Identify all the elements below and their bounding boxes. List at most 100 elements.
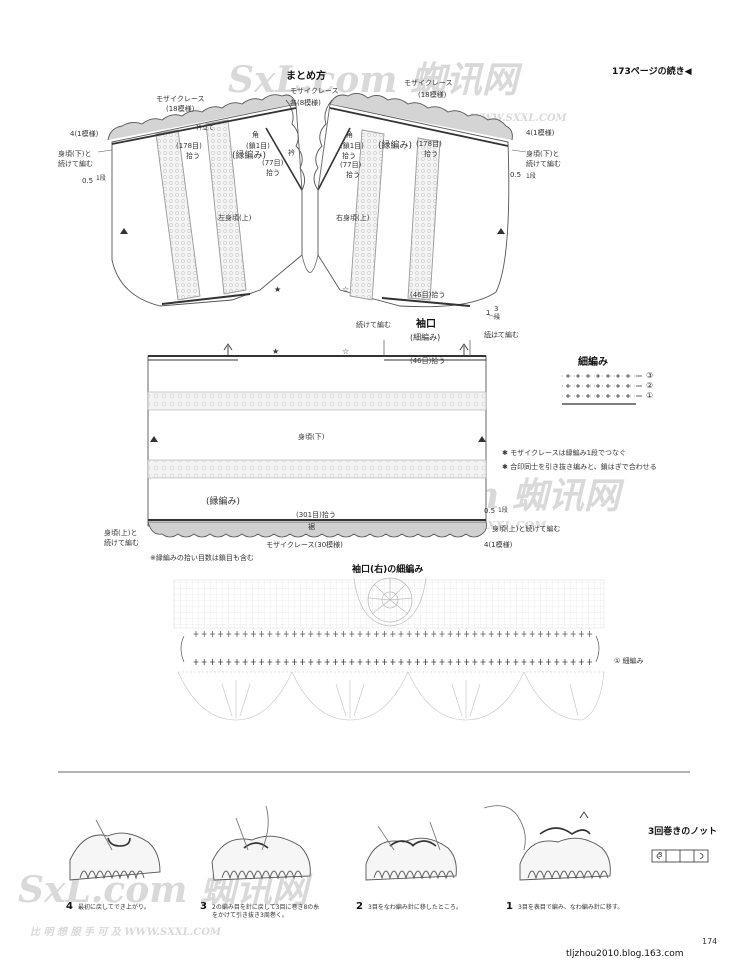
stitch-symbol	[423, 631, 429, 637]
label-collar: 衿	[288, 149, 295, 157]
stitch-symbol	[505, 631, 511, 637]
lower-one-row: 1段	[498, 507, 508, 514]
stitch-symbol	[455, 659, 461, 665]
triangle-mark	[497, 228, 505, 234]
stitch-symbol	[505, 659, 511, 665]
cuff-continue: 続けて編む	[484, 331, 519, 339]
stitch-symbol	[250, 631, 256, 637]
stitch-symbol	[242, 659, 248, 665]
label-mosaic-lace-right: モザイクレース	[404, 79, 453, 87]
stitch-symbol	[209, 631, 215, 637]
stitch-symbol	[390, 659, 396, 665]
stitch-symbol	[332, 659, 338, 665]
stitch-symbol	[226, 631, 232, 637]
page-number: 174	[702, 937, 718, 946]
stitch-symbol	[201, 631, 207, 637]
stitch-symbol	[439, 659, 445, 665]
label-body-lower-left-1: 身頃(下)と	[58, 150, 92, 158]
lower-mosaic: モザイクレース(30模様)	[266, 541, 343, 549]
stitch-symbol	[193, 631, 199, 637]
label-pattern-4-left: 4(1模様)	[70, 130, 99, 138]
label-one-third-num: 1	[486, 309, 491, 317]
stitch-symbol	[439, 631, 445, 637]
lower-star: ★	[272, 347, 280, 356]
label-left-front: 左身頃(上)	[218, 214, 252, 222]
label-178-right: (178目)	[416, 140, 442, 148]
stitch-symbol	[357, 631, 363, 637]
cuff-detail-title: 袖口(右)の細編み	[352, 565, 424, 575]
stitch-symbol	[283, 659, 289, 665]
stitch-symbol	[390, 631, 396, 637]
stitch-symbol	[209, 659, 215, 665]
stitch-symbol	[349, 659, 355, 665]
stitch-symbol	[193, 659, 199, 665]
stitch-symbol	[259, 659, 265, 665]
stitch-symbol	[382, 631, 388, 637]
white-star-right: ☆	[342, 285, 350, 294]
stitch-symbol	[464, 659, 470, 665]
stitch-symbol	[406, 659, 412, 665]
stitch-symbol	[537, 631, 543, 637]
stitch-symbol	[480, 631, 486, 637]
label-corner-left: 角	[252, 131, 259, 139]
stitch-symbol	[472, 631, 478, 637]
stitch-symbol	[316, 631, 322, 637]
stitch-symbol	[423, 659, 429, 665]
stitch-symbol	[373, 659, 379, 665]
stitch-symbol	[398, 631, 404, 637]
stitch-symbol	[275, 631, 281, 637]
stitch-symbol	[357, 659, 363, 665]
title-matome: まとめ方	[286, 71, 326, 82]
label-one-third-row: 段	[494, 314, 501, 321]
lower-right-upper: 身頃(上)と続けて編む	[492, 525, 561, 533]
stitch-symbol	[414, 631, 420, 637]
stitch-symbol	[529, 631, 535, 637]
stitch-symbol	[496, 659, 502, 665]
sc-row-3: ③	[646, 371, 654, 380]
step-1-num: 1	[506, 901, 513, 912]
stitch-symbol	[447, 631, 453, 637]
knot-title: 3回巻きのノット	[648, 827, 718, 837]
step-illustrations	[69, 805, 611, 881]
stitch-symbol	[365, 659, 371, 665]
stitch-symbol	[587, 659, 593, 665]
lower-upper-2: 続けて編む	[104, 539, 139, 547]
star-left: ★	[274, 285, 282, 294]
stitch-symbol	[201, 659, 207, 665]
label-body-lower-right-2: 続けて編む	[526, 160, 561, 168]
cuff-leader	[383, 340, 471, 356]
watermark-url: 比 明 想 服 手 可 及 WWW.SXXL.COM	[30, 927, 221, 938]
step-3-num: 3	[200, 901, 207, 912]
step-3-text: 2の編み目を針に戻して3目に巻き8の糸をかけて引き抜き3周巻く。	[212, 904, 320, 920]
leader-line	[485, 313, 501, 339]
single-crochet-title: 細編み	[578, 357, 608, 368]
label-pick-up-77-left: 拾う	[266, 169, 280, 177]
label-corner-right: 角	[346, 131, 353, 139]
stitch-symbol	[578, 631, 584, 637]
stitch-symbol	[562, 659, 568, 665]
stitch-symbol	[521, 659, 527, 665]
stitch-symbol	[332, 631, 338, 637]
watermark-url: WWW.SXXL.COM	[440, 519, 547, 532]
label-mosaic-center: モザイクレース	[290, 87, 339, 95]
lower-pattern-4: 4(1模様)	[484, 541, 513, 549]
label-right-front: 右身頃(上)	[336, 214, 370, 222]
label-mosaic-lace-left: モザイクレース	[156, 95, 205, 103]
stitch-symbol	[554, 659, 560, 665]
stitch-symbol	[382, 659, 388, 665]
label-moss-left: (縁編み)	[232, 151, 267, 161]
cuff-title: 袖口	[416, 319, 436, 330]
stitch-symbol	[546, 659, 552, 665]
triangle-mark	[120, 228, 128, 234]
stitch-symbol	[513, 659, 519, 665]
cuff-detail-row: ① 細編み	[614, 657, 644, 665]
stitch-symbol	[521, 631, 527, 637]
center-connector	[301, 254, 319, 273]
stitch-symbol	[267, 631, 273, 637]
step-2-num: 2	[356, 901, 363, 912]
label-pick-up-178-right: 拾う	[424, 150, 438, 158]
cuff-46: (46目)拾う	[410, 357, 446, 365]
stitch-symbol	[570, 659, 576, 665]
cuff-subtitle: (細編み)	[410, 333, 441, 342]
stitch-symbol	[267, 659, 273, 665]
